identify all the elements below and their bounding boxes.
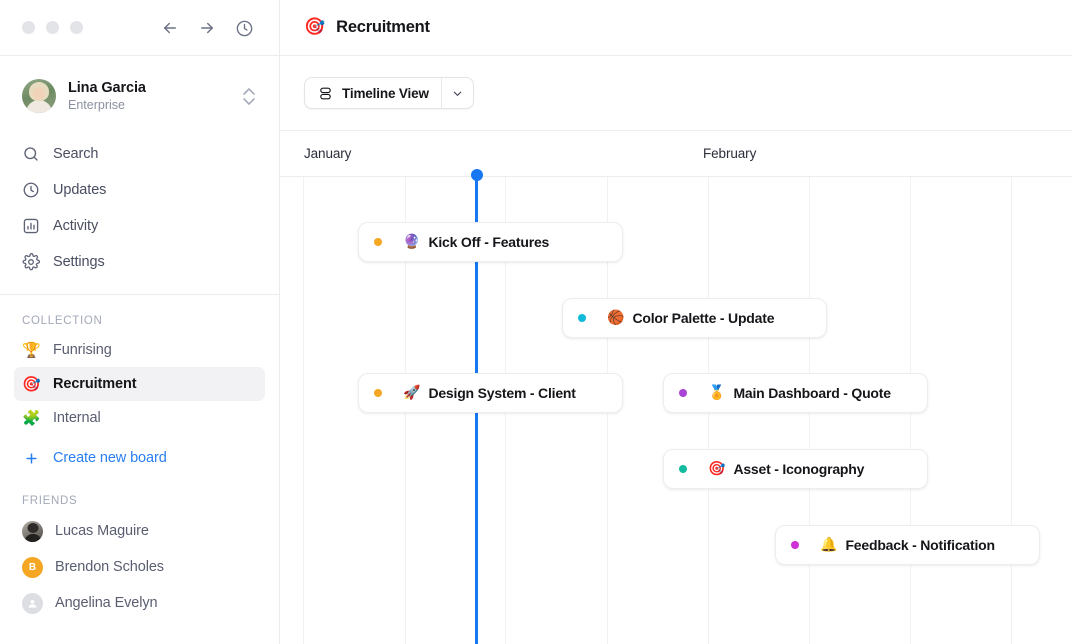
sidebar-item-settings[interactable]: Settings: [14, 244, 265, 280]
trophy-icon: 🏆: [22, 340, 41, 359]
timeline-task-card[interactable]: 🔔 Feedback - Notification: [775, 525, 1040, 565]
puzzle-icon: 🧩: [22, 408, 41, 427]
task-emoji-icon: 🏀: [607, 310, 625, 326]
task-title: Main Dashboard - Quote: [733, 385, 891, 401]
timeline-month-label: February: [703, 146, 757, 161]
profile-switcher[interactable]: Lina Garcia Enterprise: [0, 64, 279, 128]
board-label: Internal: [53, 410, 101, 426]
avatar: [22, 520, 43, 542]
gear-icon: [22, 253, 40, 271]
sidebar-item-label: Settings: [53, 254, 105, 270]
collection-heading: COLLECTION: [22, 315, 103, 327]
timeline-task-card[interactable]: 🏅 Main Dashboard - Quote: [663, 373, 928, 413]
task-status-dot: [679, 389, 687, 397]
dart-icon: 🎯: [304, 17, 326, 37]
sidebar-item-updates[interactable]: Updates: [14, 172, 265, 208]
timeline-task-card[interactable]: 🔮 Kick Off - Features: [358, 222, 623, 262]
arrow-right-icon[interactable]: [198, 19, 216, 37]
view-selector[interactable]: Timeline View: [304, 77, 474, 109]
profile-plan: Enterprise: [68, 97, 125, 112]
task-title: Color Palette - Update: [632, 310, 775, 326]
task-title: Asset - Iconography: [733, 461, 865, 477]
task-emoji-icon: 🎯: [708, 461, 726, 477]
task-status-dot: [578, 314, 586, 322]
sidebar-divider: [0, 294, 279, 295]
chart-bar-icon: [22, 217, 40, 235]
sidebar-item-activity[interactable]: Activity: [14, 208, 265, 244]
task-title: Kick Off - Features: [428, 234, 550, 250]
close-button[interactable]: [22, 21, 35, 34]
timeline-month-label: January: [304, 146, 352, 161]
chevron-down-icon[interactable]: [442, 78, 473, 108]
view-selector-divider: [440, 78, 442, 108]
search-icon: [22, 145, 40, 163]
friend-item-brendon-scholes[interactable]: B Brendon Scholes: [14, 549, 265, 585]
friend-item-angelina-evelyn[interactable]: Angelina Evelyn: [14, 585, 265, 621]
task-emoji-icon: 🔔: [820, 537, 838, 553]
sidebar-board-funrising[interactable]: 🏆 Funrising: [14, 333, 265, 367]
plus-icon: [22, 451, 41, 466]
task-status-dot: [791, 541, 799, 549]
view-selector-label: Timeline View: [342, 85, 429, 101]
task-status-dot: [374, 238, 382, 246]
avatar: B: [22, 556, 43, 578]
avatar: [22, 79, 56, 113]
window-title-bar: [0, 0, 279, 56]
timeline: January February 🔮 Kick Off - Features 🏀 Col…: [280, 131, 1072, 644]
sidebar-item-label: Updates: [53, 182, 107, 198]
board-toolbar: Timeline View: [280, 56, 1072, 131]
chevron-updown-icon[interactable]: [241, 83, 257, 109]
task-emoji-icon: 🚀: [403, 385, 421, 401]
friend-name: Angelina Evelyn: [55, 595, 158, 611]
main-content: 🎯 Recruitment Timeline View January Febru…: [280, 0, 1072, 644]
minimize-button[interactable]: [46, 21, 59, 34]
sidebar-item-label: Search: [53, 146, 99, 162]
window-controls: [22, 21, 83, 34]
friend-name: Brendon Scholes: [55, 559, 164, 575]
create-new-board-label: Create new board: [53, 450, 167, 466]
board-header: 🎯 Recruitment: [280, 0, 1072, 56]
timeline-month-header: January February: [280, 131, 1072, 177]
task-title: Feedback - Notification: [845, 537, 995, 553]
sidebar-board-recruitment[interactable]: 🎯 Recruitment: [14, 367, 265, 401]
task-title: Design System - Client: [428, 385, 576, 401]
timeline-task-card[interactable]: 🎯 Asset - Iconography: [663, 449, 928, 489]
maximize-button[interactable]: [70, 21, 83, 34]
friend-name: Lucas Maguire: [55, 523, 149, 539]
sidebar-board-internal[interactable]: 🧩 Internal: [14, 401, 265, 435]
layers-rows-icon: [318, 86, 333, 101]
arrow-left-icon[interactable]: [161, 19, 179, 37]
timeline-task-card[interactable]: 🚀 Design System - Client: [358, 373, 623, 413]
friend-item-lucas-maguire[interactable]: Lucas Maguire: [14, 513, 265, 549]
timeline-gridline: [303, 177, 304, 644]
task-status-dot: [374, 389, 382, 397]
clock-icon[interactable]: [235, 19, 253, 37]
create-new-board-button[interactable]: Create new board: [14, 441, 265, 475]
task-status-dot: [679, 465, 687, 473]
dart-icon: 🎯: [22, 374, 41, 393]
primary-nav: Search Updates Activity Settings: [0, 128, 279, 280]
avatar: [22, 592, 43, 614]
sidebar-item-label: Activity: [53, 218, 99, 234]
timeline-gridline: [1011, 177, 1012, 644]
profile-name: Lina Garcia: [68, 79, 146, 96]
timeline-task-card[interactable]: 🏀 Color Palette - Update: [562, 298, 827, 338]
today-marker-handle[interactable]: [470, 169, 483, 181]
clock-icon: [22, 181, 40, 199]
timeline-canvas[interactable]: 🔮 Kick Off - Features 🏀 Color Palette - Upd…: [280, 169, 1072, 644]
task-emoji-icon: 🏅: [708, 385, 726, 401]
sidebar: Lina Garcia Enterprise Search Updates: [0, 0, 280, 644]
board-label: Funrising: [53, 342, 112, 358]
sidebar-item-search[interactable]: Search: [14, 136, 265, 172]
profile-text: Lina Garcia Enterprise: [68, 79, 146, 114]
view-selector-main[interactable]: Timeline View: [305, 78, 441, 108]
page-title: Recruitment: [336, 18, 430, 36]
navigation-controls: [161, 19, 257, 37]
friends-heading: FRIENDS: [22, 495, 78, 507]
task-emoji-icon: 🔮: [403, 234, 421, 250]
board-label: Recruitment: [53, 376, 137, 392]
